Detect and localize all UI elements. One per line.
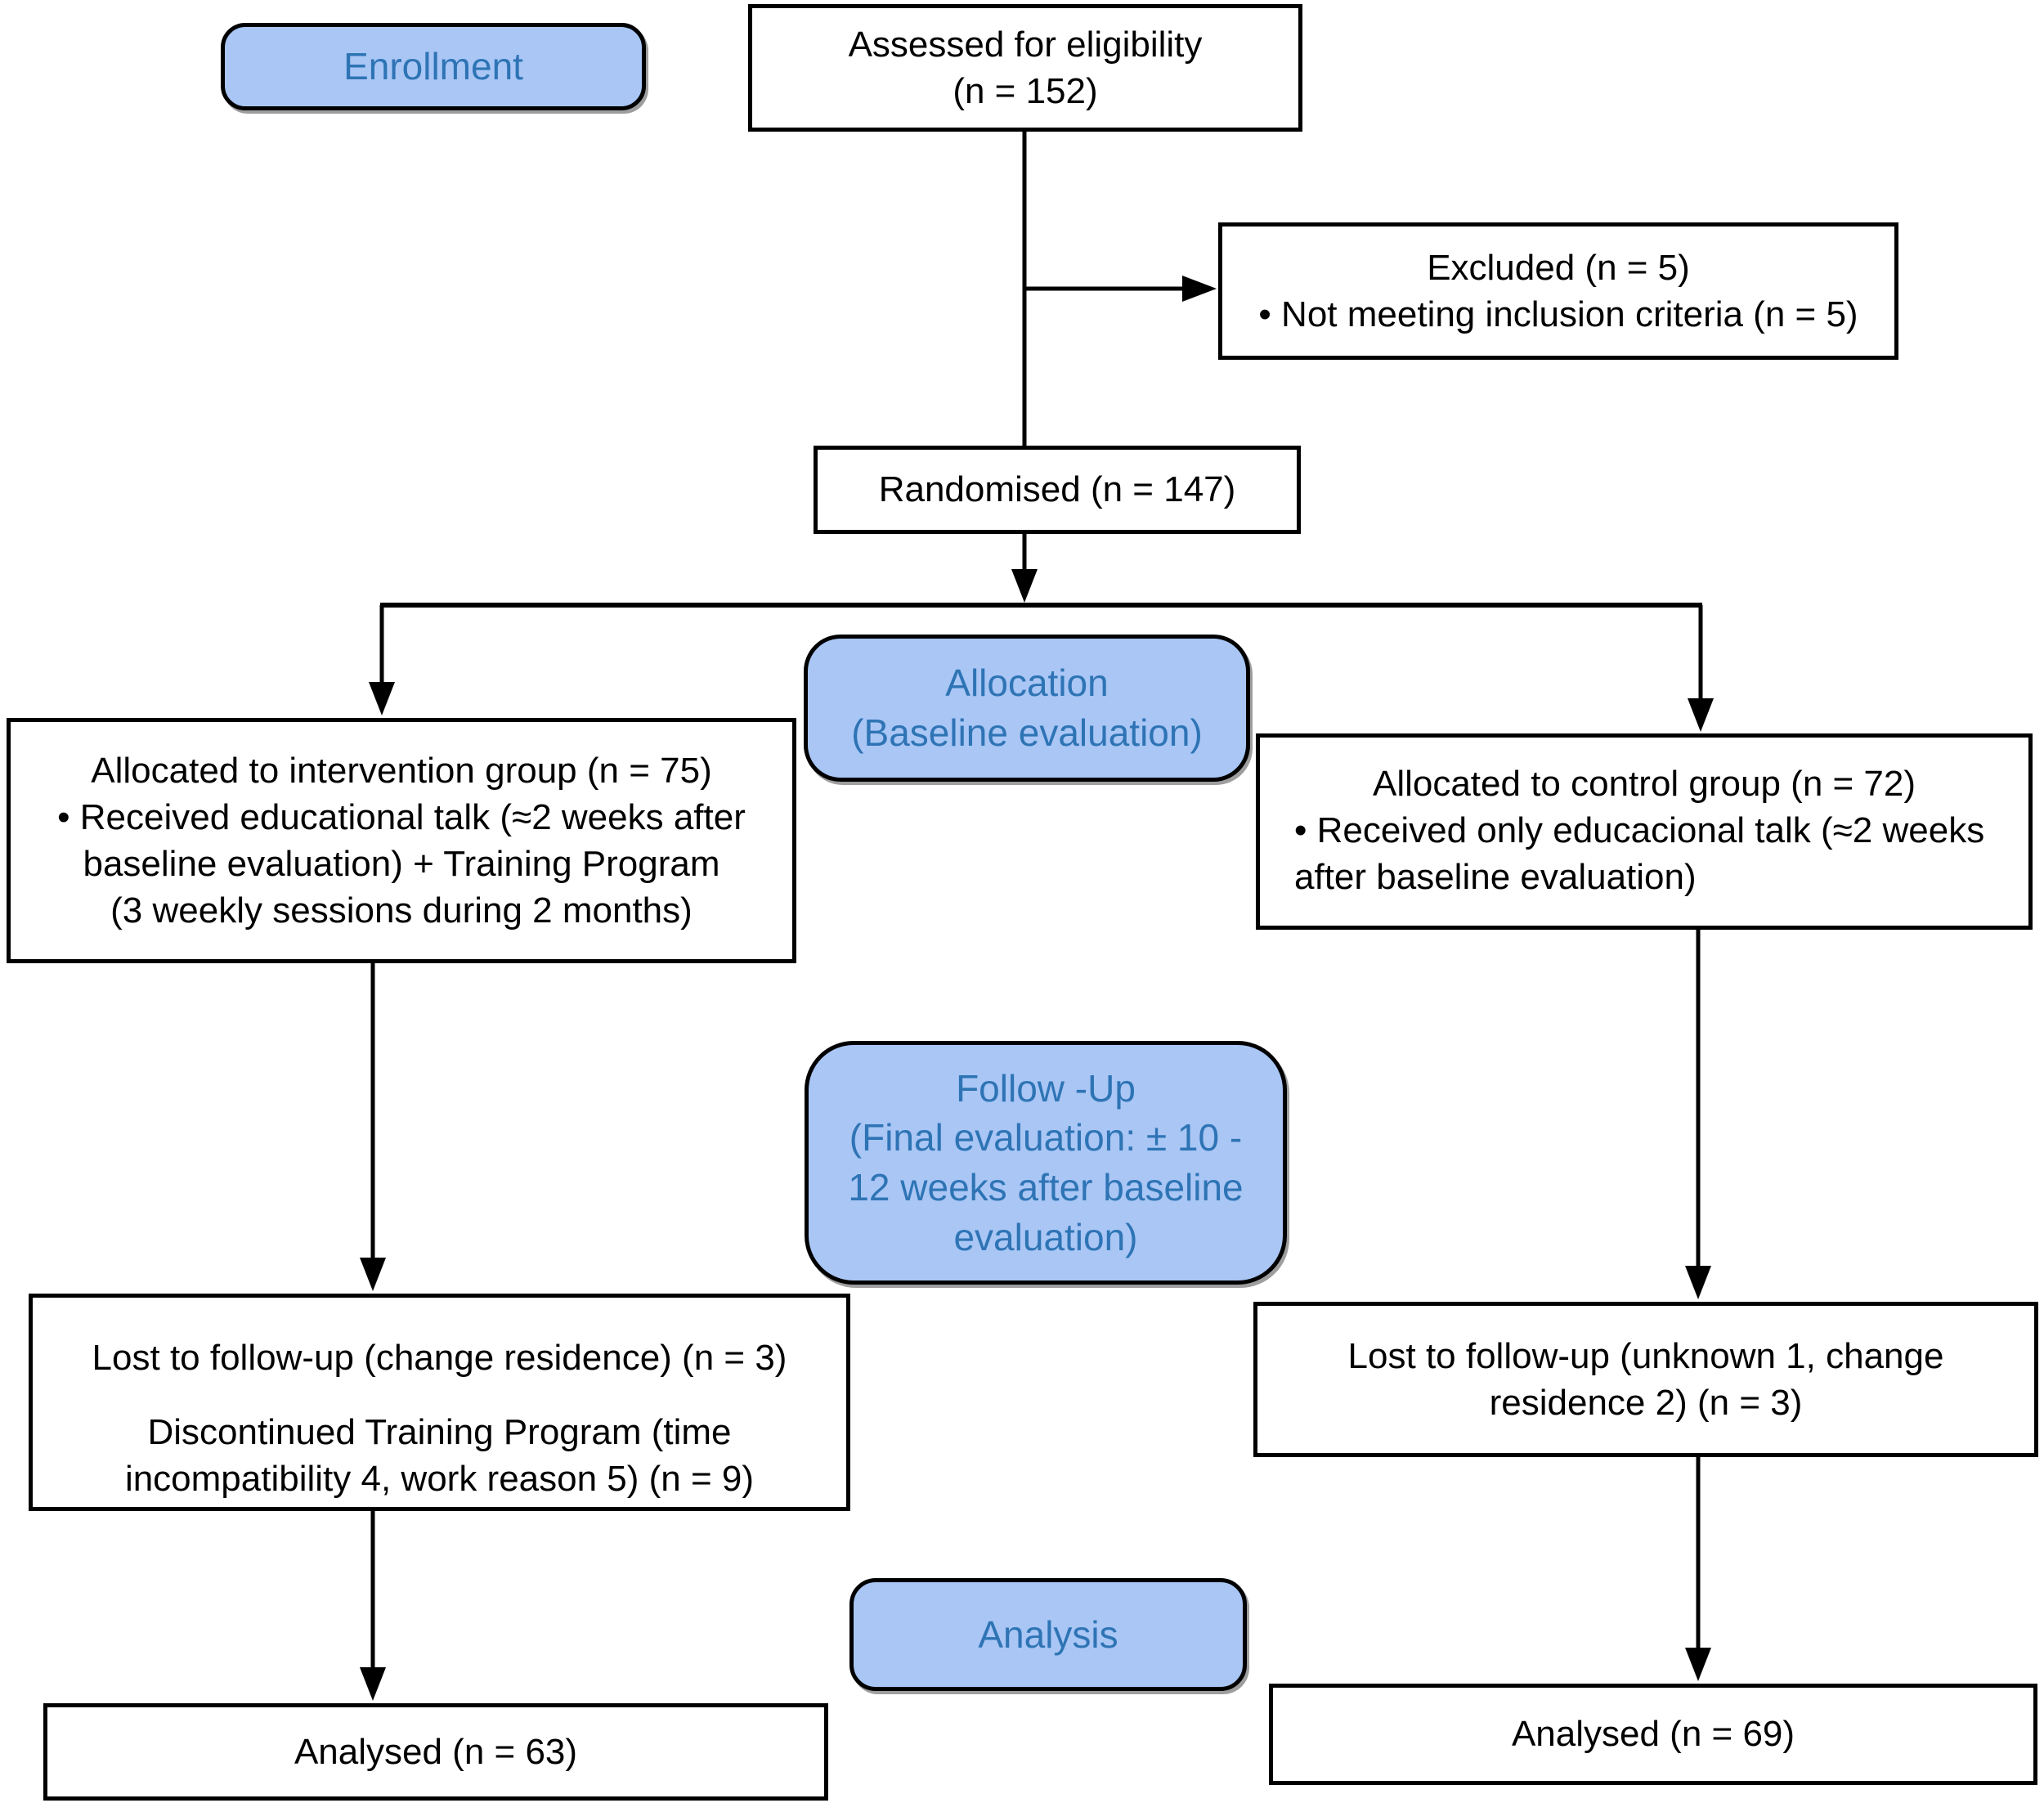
stage-followup-label: Follow -Up (Final evaluation: ± 10 - 12 … bbox=[805, 1041, 1287, 1285]
arrowhead-intervention-alloc bbox=[369, 682, 395, 715]
lost-intervention-primary: Lost to follow-up (change residence) (n … bbox=[92, 1338, 787, 1378]
arrowhead-lost-intervention bbox=[360, 1258, 386, 1291]
arrowhead-analysed-control bbox=[1685, 1648, 1711, 1681]
box-randomised: Randomised (n = 147) bbox=[814, 446, 1301, 534]
box-intervention-allocated: Allocated to intervention group (n = 75)… bbox=[7, 718, 796, 963]
stage-allocation-label: Allocation (Baseline evaluation) bbox=[804, 635, 1250, 782]
arrowhead-excluded bbox=[1182, 276, 1217, 302]
arrowhead-control-alloc bbox=[1688, 698, 1714, 732]
stage-enrollment-label: Enrollment bbox=[221, 23, 646, 110]
lost-intervention-secondary: Discontinued Training Program (time inco… bbox=[124, 1412, 755, 1500]
control-allocated-title: Allocated to control group (n = 72) bbox=[1372, 764, 1916, 804]
arrowhead-analysed-intervention bbox=[360, 1667, 386, 1701]
stage-analysis-label: Analysis bbox=[849, 1578, 1247, 1691]
box-lost-intervention: Lost to follow-up (change residence) (n … bbox=[29, 1294, 850, 1511]
control-allocated-bullet: • Received only educacional talk (≈2 wee… bbox=[1294, 810, 1985, 898]
box-excluded: Excluded (n = 5) • Not meeting inclusion… bbox=[1218, 222, 1898, 360]
box-lost-control: Lost to follow-up (unknown 1, change res… bbox=[1253, 1302, 2038, 1457]
box-analysed-intervention: Analysed (n = 63) bbox=[43, 1703, 828, 1801]
arrowhead-lost-control bbox=[1685, 1266, 1711, 1299]
box-control-allocated: Allocated to control group (n = 72) • Re… bbox=[1256, 733, 2033, 930]
arrowhead-split-junction bbox=[1011, 569, 1038, 603]
box-assessed: Assessed for eligibility (n = 152) bbox=[748, 4, 1302, 132]
box-analysed-control: Analysed (n = 69) bbox=[1269, 1684, 2037, 1785]
